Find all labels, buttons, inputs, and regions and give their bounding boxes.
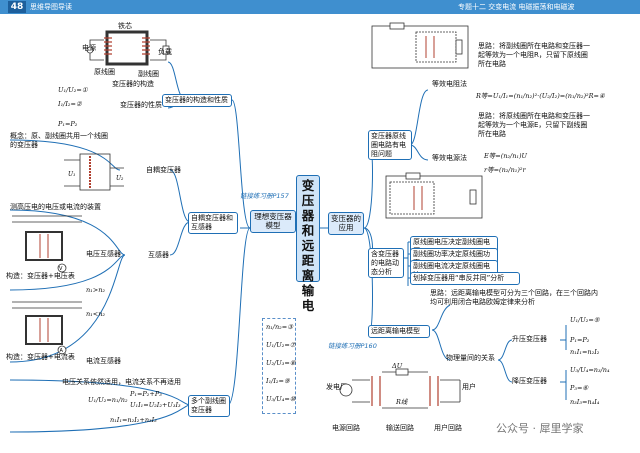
multi-eq-voltage: U₁/U₂=n₁/n₂ — [88, 396, 128, 404]
node-voltage-transformer: 电压互感器 — [86, 250, 121, 258]
node-auto-transformer: 自耦变压器 — [146, 166, 181, 174]
vt-construction: 构造：变压器+电压表 — [6, 272, 75, 280]
central-char: 远 — [301, 238, 315, 253]
central-char: 输 — [301, 283, 315, 298]
central-char: 电 — [301, 298, 315, 313]
stepdown-eq-power: P₃=⑥ — [570, 384, 589, 392]
answer-8: U₂/U₃=⑧ — [266, 359, 296, 367]
voltage-transformer-diagram: V — [12, 215, 82, 273]
central-char: 距 — [301, 253, 315, 268]
stepup-eq-voltage: U₁/U₂=⑤ — [570, 316, 600, 324]
node-step-down: 降压变压器 — [512, 377, 547, 385]
multi-eq-ui: U₁I₁=U₂I₂+U₃I₃ — [130, 401, 181, 409]
node-property: 变压器的性质 — [120, 101, 162, 109]
multi-eq-power: P₁=P₂+P₃ — [130, 390, 162, 398]
eq-equivalent-emf: E等=(n₂/n₁)U — [484, 152, 528, 160]
eq-equivalent-resistance: R等=U₁/I₁=(n₁/n₂)²·(U₂/I₂)=(n₁/n₂)²R=④ — [476, 92, 605, 100]
eq-power-equal: P₁=P₂ — [58, 120, 78, 128]
ct-construction: 构造：变压器+电流表 — [6, 353, 75, 361]
node-special-transformers: 自耦变压器和互感器 — [188, 212, 238, 234]
label-iron-core: 铁芯 — [118, 22, 132, 30]
dynamic-item-4: 划掉变压器用“串反并同”分析 — [410, 272, 520, 285]
right-ref-link[interactable]: 链接练习册P160 — [328, 342, 377, 350]
stepup-eq-ni: n₁I₁=n₂I₂ — [570, 348, 600, 356]
svg-text:A: A — [60, 348, 64, 354]
central-char: 器 — [301, 208, 315, 223]
label-user: 用户 — [462, 383, 476, 391]
svg-text:U₁: U₁ — [68, 171, 75, 178]
label-transmission-loop: 输送回路 — [386, 424, 414, 432]
node-equivalent-resistance: 等效电阻法 — [432, 80, 467, 88]
transmission-circuit-diagram — [339, 368, 461, 409]
label-user-loop: 用户回路 — [434, 424, 462, 432]
header-right-title: 专题十二 交变电流 电磁振荡和电磁波 — [458, 3, 575, 11]
label-line-resistance: R线 — [396, 398, 408, 406]
svg-text:V: V — [59, 266, 63, 272]
vt-relation: n₁>n₂ — [86, 286, 106, 294]
label-load: 负载 — [158, 48, 172, 56]
stepup-eq-power: P₁=P₂ — [570, 336, 590, 344]
answer-7: U₁/U₂=⑦ — [266, 341, 296, 349]
auto-transformer-diagram: U₁ U₂ — [64, 153, 124, 191]
label-delta-u: ΔU — [392, 362, 403, 370]
label-source-loop: 电源回路 — [332, 424, 360, 432]
ct-relation: n₁<n₂ — [86, 310, 106, 318]
central-topic: 变 压 器 和 远 距 离 输电 — [296, 175, 320, 313]
equivalent-source-circuit — [385, 172, 483, 219]
node-dynamic-analysis: 含变压器的电路动态分析 — [368, 248, 404, 279]
label-power-plant: 发电厂 — [326, 383, 347, 391]
multi-eq-ni: n₁I₁=n₂I₂+n₃I₃ — [110, 416, 157, 424]
stepdown-eq-voltage: U₃/U₄=n₃/n₄ — [570, 366, 610, 374]
page-number: 48 — [8, 1, 26, 13]
mutual-measure-desc: 测高压电的电压或电流的装置 — [10, 203, 101, 211]
eq-equivalent-internal-r: r等=(n₂/n₁)²r — [484, 166, 526, 174]
equivalent-resistance-circuit — [371, 22, 469, 69]
resistance-method-idea: 思路：将副线圈所在电路和变压器一起等效为一个电阻R，只留下原线圈所在电路 — [478, 42, 590, 68]
svg-text:U₂: U₂ — [116, 175, 124, 182]
central-char: 离 — [301, 268, 315, 283]
current-transformer-diagram: A — [12, 301, 82, 355]
eq-voltage-ratio: U₁/U₂=① — [58, 86, 88, 94]
node-equivalent-source: 等效电源法 — [432, 154, 467, 162]
central-char: 变 — [301, 178, 315, 193]
stepdown-eq-ni: n₃I₃=n₄I₄ — [570, 398, 600, 406]
answer-3: n₁/n₂=③ — [266, 323, 294, 331]
label-primary-coil: 原线圈 — [94, 68, 115, 76]
eq-current-ratio: I₁/I₂=② — [58, 100, 82, 108]
node-multi-secondary: 多个副线圈变压器 — [188, 395, 230, 417]
node-step-up: 升压变压器 — [512, 335, 547, 343]
node-physics-relations: 物理量间的关系 — [446, 354, 495, 362]
left-topic-ideal-transformer: 理想变压器模型 — [250, 210, 296, 233]
figure-caption-structure: 变压器的构造 — [112, 80, 154, 88]
transmission-idea: 思路：远距离输电模型可分为三个回路，在三个回路内均可利用闭合电路欧姆定律来分析 — [430, 289, 598, 306]
answer-10: U₃/U₄=⑩ — [266, 395, 296, 403]
central-char: 和 — [301, 223, 315, 238]
label-secondary-coil: 副线圈 — [138, 70, 159, 78]
label-power-source: 电源 — [82, 44, 96, 52]
header-left-title: 思维导图导读 — [30, 3, 72, 11]
node-mutual-inductor: 互感器 — [148, 251, 169, 259]
node-long-distance-model: 远距离输电模型 — [368, 325, 430, 338]
node-structure-property: 变压器的构造和性质 — [162, 94, 232, 107]
right-topic-application: 变压器的应用 — [328, 212, 364, 235]
transformer-core-diagram — [86, 30, 170, 66]
central-char: 压 — [301, 193, 315, 208]
watermark: 公众号 · 犀里学家 — [496, 422, 584, 435]
multi-note: 电压关系依然适用，电流关系不再适用 — [62, 378, 181, 386]
page-header: 48 思维导图导读 专题十二 交变电流 电磁振荡和电磁波 — [0, 0, 640, 14]
node-current-transformer: 电流互感器 — [86, 357, 121, 365]
answer-9: I₁/I₂=⑨ — [266, 377, 290, 385]
node-primary-resistance: 变压器原线圈电路有电阻问题 — [368, 130, 412, 161]
answer-key-box: n₁/n₂=③ U₁/U₂=⑦ U₂/U₃=⑧ I₁/I₂=⑨ U₃/U₄=⑩ — [262, 318, 296, 414]
source-method-idea: 思路：将原线圈所在电路和变压器一起等效为一个电源E，只留下副线圈所在电路 — [478, 112, 590, 138]
auto-concept: 概念：原、副线圈共用一个线圈的变压器 — [10, 132, 108, 149]
left-ref-link[interactable]: 链接练习册P157 — [240, 192, 289, 200]
